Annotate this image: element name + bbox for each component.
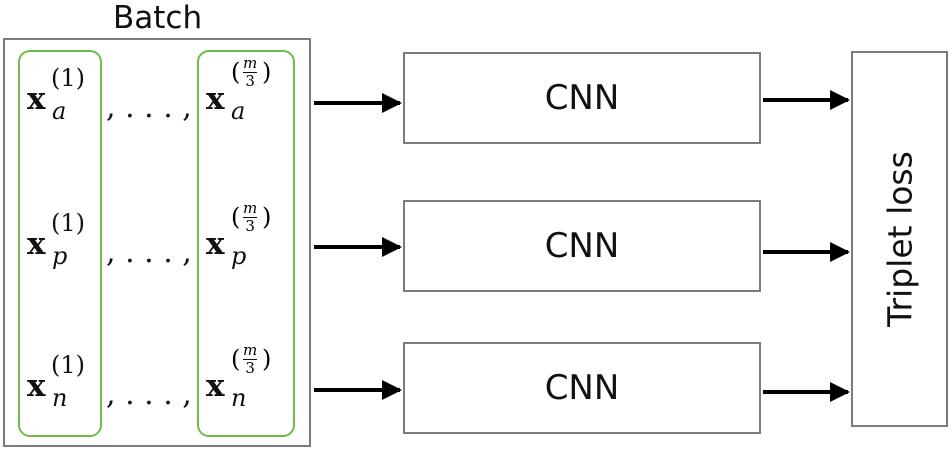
anchor-last-sup-close: ) — [262, 58, 272, 86]
negative-first-var: x — [27, 368, 46, 404]
negative-last-var: x — [206, 368, 225, 404]
last-sample-group — [197, 50, 295, 437]
cnn-box-anchor: CNN — [403, 52, 761, 144]
cnn-label-positive: CNN — [544, 226, 620, 266]
negative-last-sub: n — [231, 384, 247, 412]
anchor-first-var: x — [27, 81, 46, 117]
triplet-loss-box: Triplet loss — [851, 51, 948, 427]
positive-ellipsis: , . . . , — [106, 235, 192, 270]
positive-last-sup-frac: m 3 — [243, 201, 257, 234]
negative-frac-bar — [243, 359, 258, 360]
negative-last-sup-frac: m 3 — [243, 343, 257, 376]
positive-last-sub: p — [231, 242, 247, 270]
negative-frac-num: m — [243, 341, 258, 359]
cnn-box-positive: CNN — [403, 200, 761, 292]
cnn-label-negative: CNN — [544, 368, 620, 408]
first-sample-group — [18, 50, 102, 437]
negative-last-sup-open: ( — [231, 345, 241, 373]
anchor-frac-num: m — [243, 54, 258, 72]
positive-frac-den: 3 — [245, 217, 255, 235]
positive-first-sub: p — [52, 242, 68, 270]
negative-frac-den: 3 — [245, 359, 255, 377]
cnn-label-anchor: CNN — [544, 78, 620, 118]
anchor-frac-bar — [243, 72, 258, 73]
positive-last-sup-open: ( — [231, 203, 241, 231]
cnn-box-negative: CNN — [403, 342, 761, 434]
positive-last-var: x — [206, 226, 225, 262]
positive-frac-num: m — [243, 199, 258, 217]
anchor-ellipsis: , . . . , — [106, 90, 192, 125]
negative-first-sup: (1) — [51, 351, 85, 379]
batch-box — [3, 38, 311, 447]
positive-first-var: x — [27, 226, 46, 262]
anchor-last-sub: a — [231, 97, 246, 125]
anchor-last-var: x — [206, 81, 225, 117]
anchor-last-sup-open: ( — [231, 58, 241, 86]
negative-ellipsis: , . . . , — [106, 377, 192, 412]
batch-label: Batch — [113, 0, 203, 36]
positive-frac-bar — [243, 217, 258, 218]
positive-first-sup: (1) — [51, 209, 85, 237]
anchor-first-sub: a — [52, 97, 67, 125]
negative-last-sup-close: ) — [262, 345, 272, 373]
positive-last-sup-close: ) — [262, 203, 272, 231]
negative-first-sub: n — [52, 384, 68, 412]
anchor-first-sup: (1) — [51, 64, 85, 92]
anchor-frac-den: 3 — [245, 72, 255, 90]
anchor-last-sup-frac: m 3 — [243, 56, 257, 89]
